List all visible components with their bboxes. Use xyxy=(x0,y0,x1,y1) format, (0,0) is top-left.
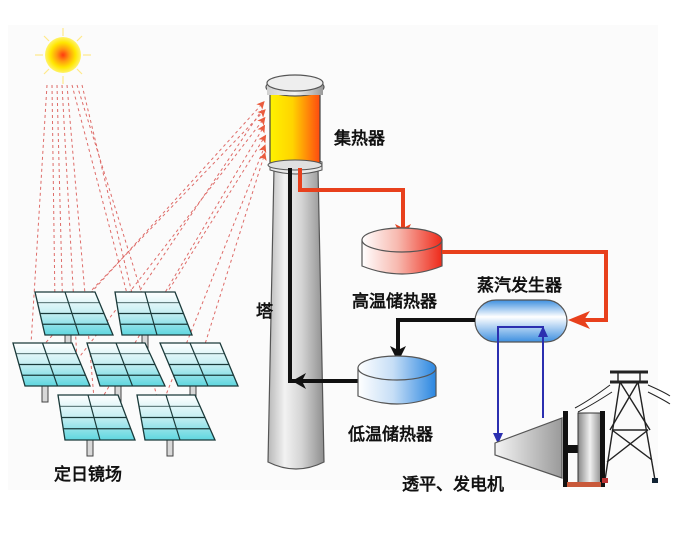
collector xyxy=(265,74,325,171)
heliostat-grid-line xyxy=(189,342,209,387)
heliostat xyxy=(114,291,193,352)
steam-generator-label: 蒸汽发生器 xyxy=(477,276,562,296)
sun-icon xyxy=(35,28,91,84)
heliostat xyxy=(86,342,167,403)
hot-pipe-collector-to-tank xyxy=(298,168,405,232)
heliostat-grid-line xyxy=(87,394,101,441)
generator xyxy=(563,411,605,487)
hot-storage-tank xyxy=(361,227,443,275)
heliostat xyxy=(136,394,217,457)
cold-return-arrowhead xyxy=(292,373,306,389)
collector-label: 集热器 xyxy=(334,129,385,149)
heliostat-grid-line xyxy=(165,394,181,441)
turbine-generator-label: 透平、发电机 xyxy=(402,475,504,495)
heliostat-post xyxy=(166,437,174,457)
condensate-return-arrowhead xyxy=(538,326,548,337)
hot-pipe-tank-to-steam-generator xyxy=(442,250,608,322)
pylon-icon xyxy=(574,370,671,483)
heliostat-post xyxy=(86,437,94,457)
heliostat xyxy=(159,342,239,403)
cold-tank-inlet-arrowhead xyxy=(390,346,406,362)
heliostat-grid-line xyxy=(41,342,59,387)
hot-storage-label: 高温储热器 xyxy=(352,292,437,312)
heliostat-grid-line xyxy=(144,291,158,336)
heliostat-field-label: 定日镜场 xyxy=(54,465,122,485)
heliostat xyxy=(57,394,136,457)
steam-loop xyxy=(497,326,544,438)
tower xyxy=(267,156,325,470)
heliostat xyxy=(34,291,114,352)
tower-label: 塔 xyxy=(256,302,273,322)
heliostat-post xyxy=(41,383,49,403)
cooled-pipe-to-cold-tank xyxy=(396,318,475,352)
heliostat xyxy=(12,342,91,403)
turbine xyxy=(494,417,563,479)
cold-storage-tank xyxy=(357,355,437,405)
heliostat-grid-line xyxy=(64,291,80,336)
heliostat-field xyxy=(12,291,239,457)
heliostat-grid-line xyxy=(115,342,134,387)
steam-to-turbine-arrowhead xyxy=(493,433,503,444)
cold-return-pipe xyxy=(288,168,358,383)
steam-generator-inlet-arrowhead xyxy=(568,311,590,329)
steam-generator xyxy=(474,299,568,343)
cold-storage-label: 低温储热器 xyxy=(348,425,433,445)
